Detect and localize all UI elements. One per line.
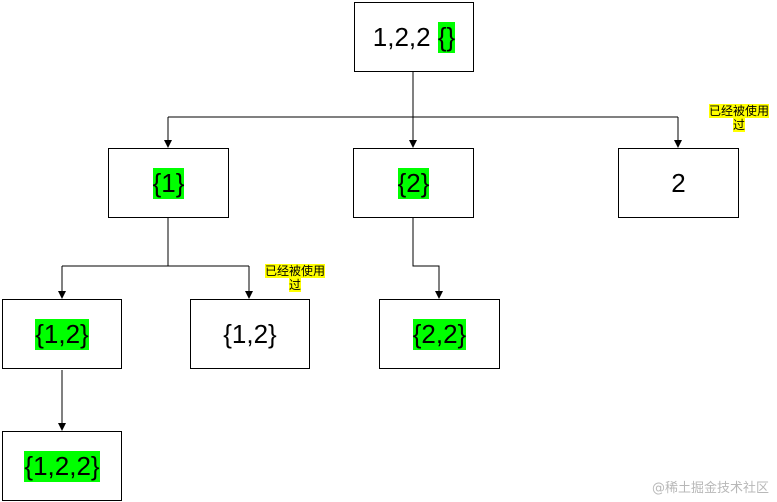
root-node-empty-set: {} [437,21,456,53]
node-set-2-2-label: {2,2} [412,318,467,350]
note-already-used-1-line1: 已经被使用 [708,104,769,118]
node-used-2-label: 2 [671,167,686,198]
node-set-1-2-b-label: {1,2} [223,318,277,349]
note-already-used-1: 已经被使用 过 [704,104,774,132]
node-set-2-2: {2,2} [379,299,500,369]
node-set-1-2-a: {1,2} [2,299,122,369]
node-set-1-label: {1} [152,167,185,199]
note-already-used-2-line1: 已经被使用 [264,264,325,278]
note-already-used-2: 已经被使用 过 [258,264,332,292]
node-set-1-2-a-label: {1,2} [35,318,89,350]
note-already-used-2-line2: 过 [288,278,301,292]
node-set-1-2-2: {1,2,2} [2,431,122,501]
node-set-2: {2} [353,148,474,218]
root-node: 1,2,2 {} [354,2,474,72]
watermark: @稀土掘金技术社区 [651,481,769,496]
node-set-1: {1} [108,148,229,218]
node-set-1-2-2-label: {1,2,2} [24,450,100,482]
note-already-used-1-line2: 过 [732,118,745,132]
connector-n2-to-n22 [412,218,443,299]
node-set-1-2-b: {1,2} [190,299,310,369]
root-node-prefix: 1,2,2 [372,21,438,52]
node-used-2: 2 [618,148,739,218]
node-set-2-label: {2} [397,167,430,199]
